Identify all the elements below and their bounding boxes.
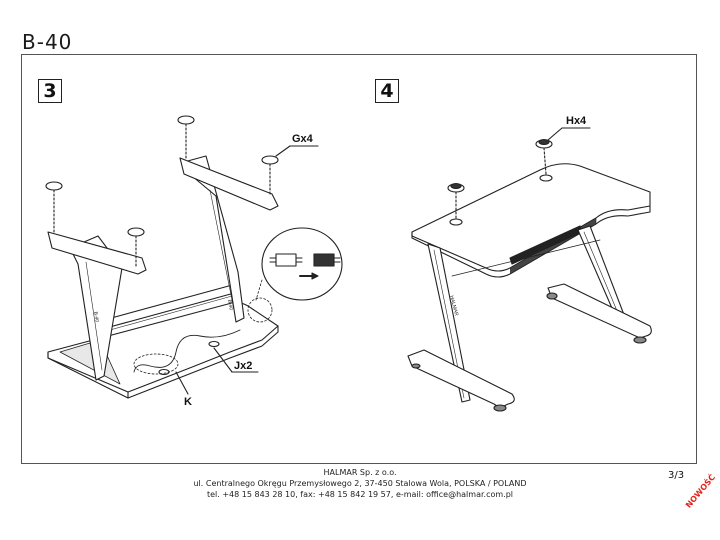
desk-top — [411, 163, 651, 272]
leg-left — [69, 235, 123, 381]
leveler-foot-2 — [261, 155, 279, 165]
label-h: Hx4 — [566, 115, 587, 127]
leveler-foot-3 — [45, 181, 63, 191]
step-3-number: 3 — [38, 79, 62, 103]
foot-back — [547, 283, 652, 339]
foot-left — [47, 231, 147, 275]
model-code: B-40 — [22, 30, 73, 54]
footer-address: ul. Centralnego Okręgu Przemysłowego 2, … — [193, 479, 527, 488]
svg-text:HALMAR: HALMAR — [448, 295, 459, 317]
svg-text:B-40: B-40 — [226, 299, 234, 311]
label-k: K — [184, 396, 192, 408]
leveler-foot-1 — [177, 115, 195, 125]
instruction-frame — [21, 54, 697, 464]
step-3-drawing: B-40 B-40 — [45, 115, 343, 399]
foot-right — [179, 157, 279, 211]
step-4-number: 4 — [375, 79, 399, 103]
connector-detail — [261, 227, 343, 301]
footer-company: HALMAR Sp. z o.o. — [323, 468, 397, 477]
leveler-foot-4 — [127, 227, 145, 237]
page-number: 3/3 — [668, 470, 685, 481]
label-j: Jx2 — [234, 360, 252, 372]
footer-contact: tel. +48 15 843 28 10, fax: +48 15 842 1… — [206, 490, 513, 499]
svg-text:B-40: B-40 — [92, 311, 100, 323]
label-g: Gx4 — [292, 133, 314, 145]
step-4-drawing: HALMAR — [407, 127, 652, 412]
cable — [133, 329, 241, 373]
